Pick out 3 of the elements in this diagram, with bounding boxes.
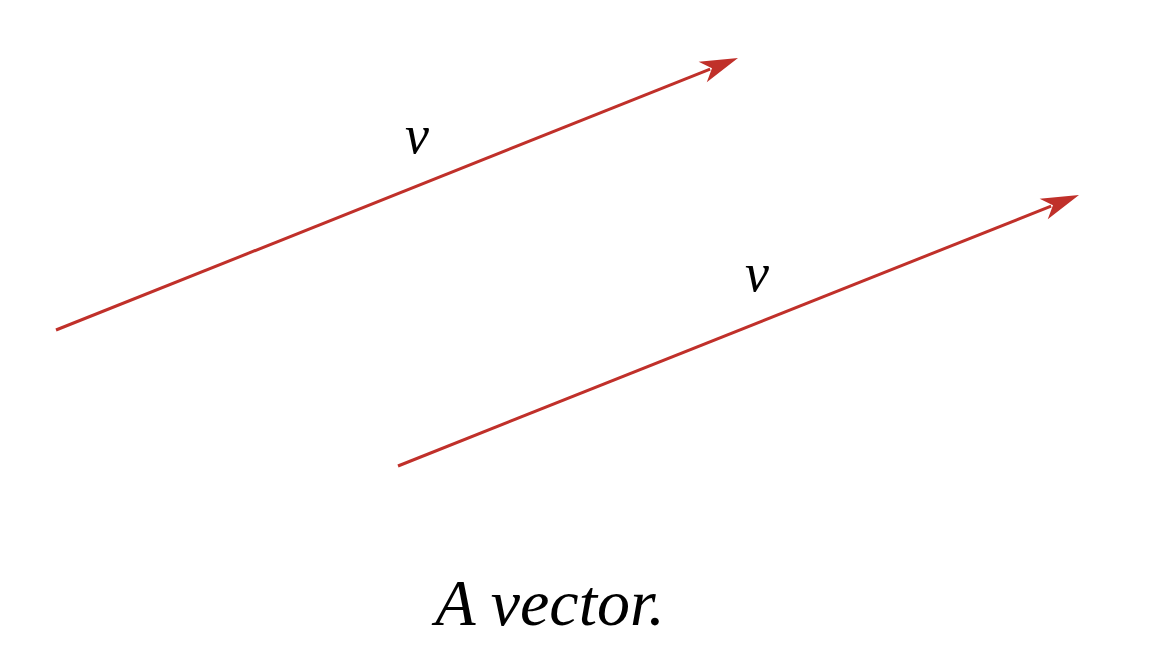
vector-label: v (745, 246, 769, 300)
vector-label: v (405, 108, 429, 162)
caption: A vector. (0, 570, 1100, 636)
